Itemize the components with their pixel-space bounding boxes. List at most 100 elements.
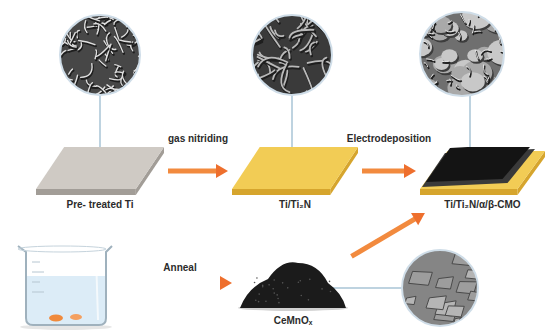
edge-label: gas nitriding	[166, 133, 230, 145]
plate-face	[36, 147, 164, 189]
sem-texture	[495, 80, 501, 83]
powder-speck	[256, 277, 258, 279]
sem-texture	[56, 26, 65, 28]
sem-texture	[55, 81, 64, 87]
sem-texture	[331, 88, 333, 101]
sem-texture	[431, 74, 433, 77]
arrow-head	[411, 213, 425, 225]
sem-texture	[120, 93, 133, 105]
sem-texture	[281, 64, 289, 92]
sem-texture	[284, 47, 289, 58]
sem-texture	[265, 24, 280, 47]
sem-texture	[446, 30, 454, 31]
process-arrow	[168, 164, 228, 178]
sem-texture	[451, 75, 460, 80]
sem-texture	[47, 80, 60, 87]
sem-texture	[99, 60, 106, 66]
node-label: Pre- treated Ti	[36, 199, 164, 211]
sem-texture	[261, 0, 263, 14]
sem-texture	[258, 70, 274, 78]
powder-speck	[258, 301, 260, 303]
sem-texture	[51, 36, 63, 39]
sem-texture	[115, 27, 119, 39]
powder-speck	[265, 300, 267, 302]
sem-texture	[468, 19, 469, 24]
node-label: Ti/Ti₂N/α/β-CMO	[420, 199, 545, 211]
sem-texture	[332, 90, 334, 103]
powder-speck	[330, 291, 332, 293]
sem-texture	[240, 28, 252, 57]
sem-texture	[333, 29, 340, 36]
powder-speck	[258, 293, 260, 295]
sem-texture	[310, 42, 314, 54]
sem-inset	[45, 0, 150, 109]
sem-texture	[104, 20, 110, 24]
powder-speck	[268, 284, 270, 286]
sem-texture	[426, 296, 446, 310]
sem-texture	[330, 22, 347, 38]
sem-texture	[122, 28, 128, 37]
sem-texture	[475, 32, 482, 35]
sem-texture	[65, 91, 66, 108]
process-arrow	[128, 276, 232, 290]
sem-texture	[424, 41, 429, 47]
sem-texture	[52, 89, 58, 95]
sem-texture	[247, 19, 262, 38]
powder-speck	[255, 299, 257, 301]
sem-texture	[45, 77, 59, 83]
sem-texture	[487, 58, 491, 59]
sem-texture	[305, 93, 317, 116]
sem-texture	[69, 69, 73, 74]
powder-speck	[298, 281, 300, 283]
sem-texture	[443, 62, 449, 64]
powder-speck	[300, 295, 302, 297]
sem-texture	[67, 41, 76, 48]
sem-texture	[500, 51, 509, 53]
powder-speck	[272, 288, 274, 290]
sem-texture	[304, 68, 313, 92]
plate-node: Ti/Ti₂N/α/β-CMO	[420, 147, 545, 211]
sem-texture	[305, 91, 317, 114]
plate-edge	[36, 189, 136, 195]
arrow-shaft	[351, 219, 415, 257]
node-label: CeMnOₓ	[238, 315, 348, 327]
powder-speck	[277, 298, 279, 300]
sem-texture	[262, 0, 264, 16]
sem-texture	[49, 10, 65, 15]
sem-texture	[50, 11, 66, 16]
inset-border	[402, 250, 478, 326]
node-shape	[238, 255, 348, 311]
sem-texture	[56, 83, 65, 89]
sem-texture	[427, 59, 434, 61]
sem-texture	[289, 30, 313, 38]
powder-speck	[273, 292, 275, 294]
sem-inset	[235, 0, 348, 116]
sem-texture	[405, 296, 416, 304]
sem-texture	[501, 52, 510, 54]
sem-texture	[474, 30, 481, 32]
sem-texture	[481, 50, 490, 54]
sem-texture	[331, 24, 348, 40]
sem-texture	[445, 306, 464, 317]
sem-texture	[496, 91, 503, 96]
sem-texture	[119, 40, 131, 42]
sem-texture	[64, 19, 69, 28]
sem-inset	[400, 248, 485, 330]
sem-texture	[95, 17, 107, 19]
sem-texture	[140, 58, 150, 60]
powder-speck	[276, 294, 278, 296]
sem-texture	[448, 80, 452, 82]
powder-node: CeMnOₓ	[238, 255, 348, 327]
sem-texture	[447, 79, 451, 81]
sem-texture	[333, 11, 338, 21]
sem-texture	[57, 27, 66, 30]
sem-texture	[461, 72, 485, 91]
sem-texture	[497, 92, 504, 97]
sem-texture	[81, 64, 92, 78]
sem-texture	[324, 15, 331, 30]
step-label: Anneal	[161, 262, 198, 274]
sem-texture	[72, 0, 82, 13]
sem-texture	[121, 94, 134, 106]
powder-speck	[309, 279, 311, 281]
